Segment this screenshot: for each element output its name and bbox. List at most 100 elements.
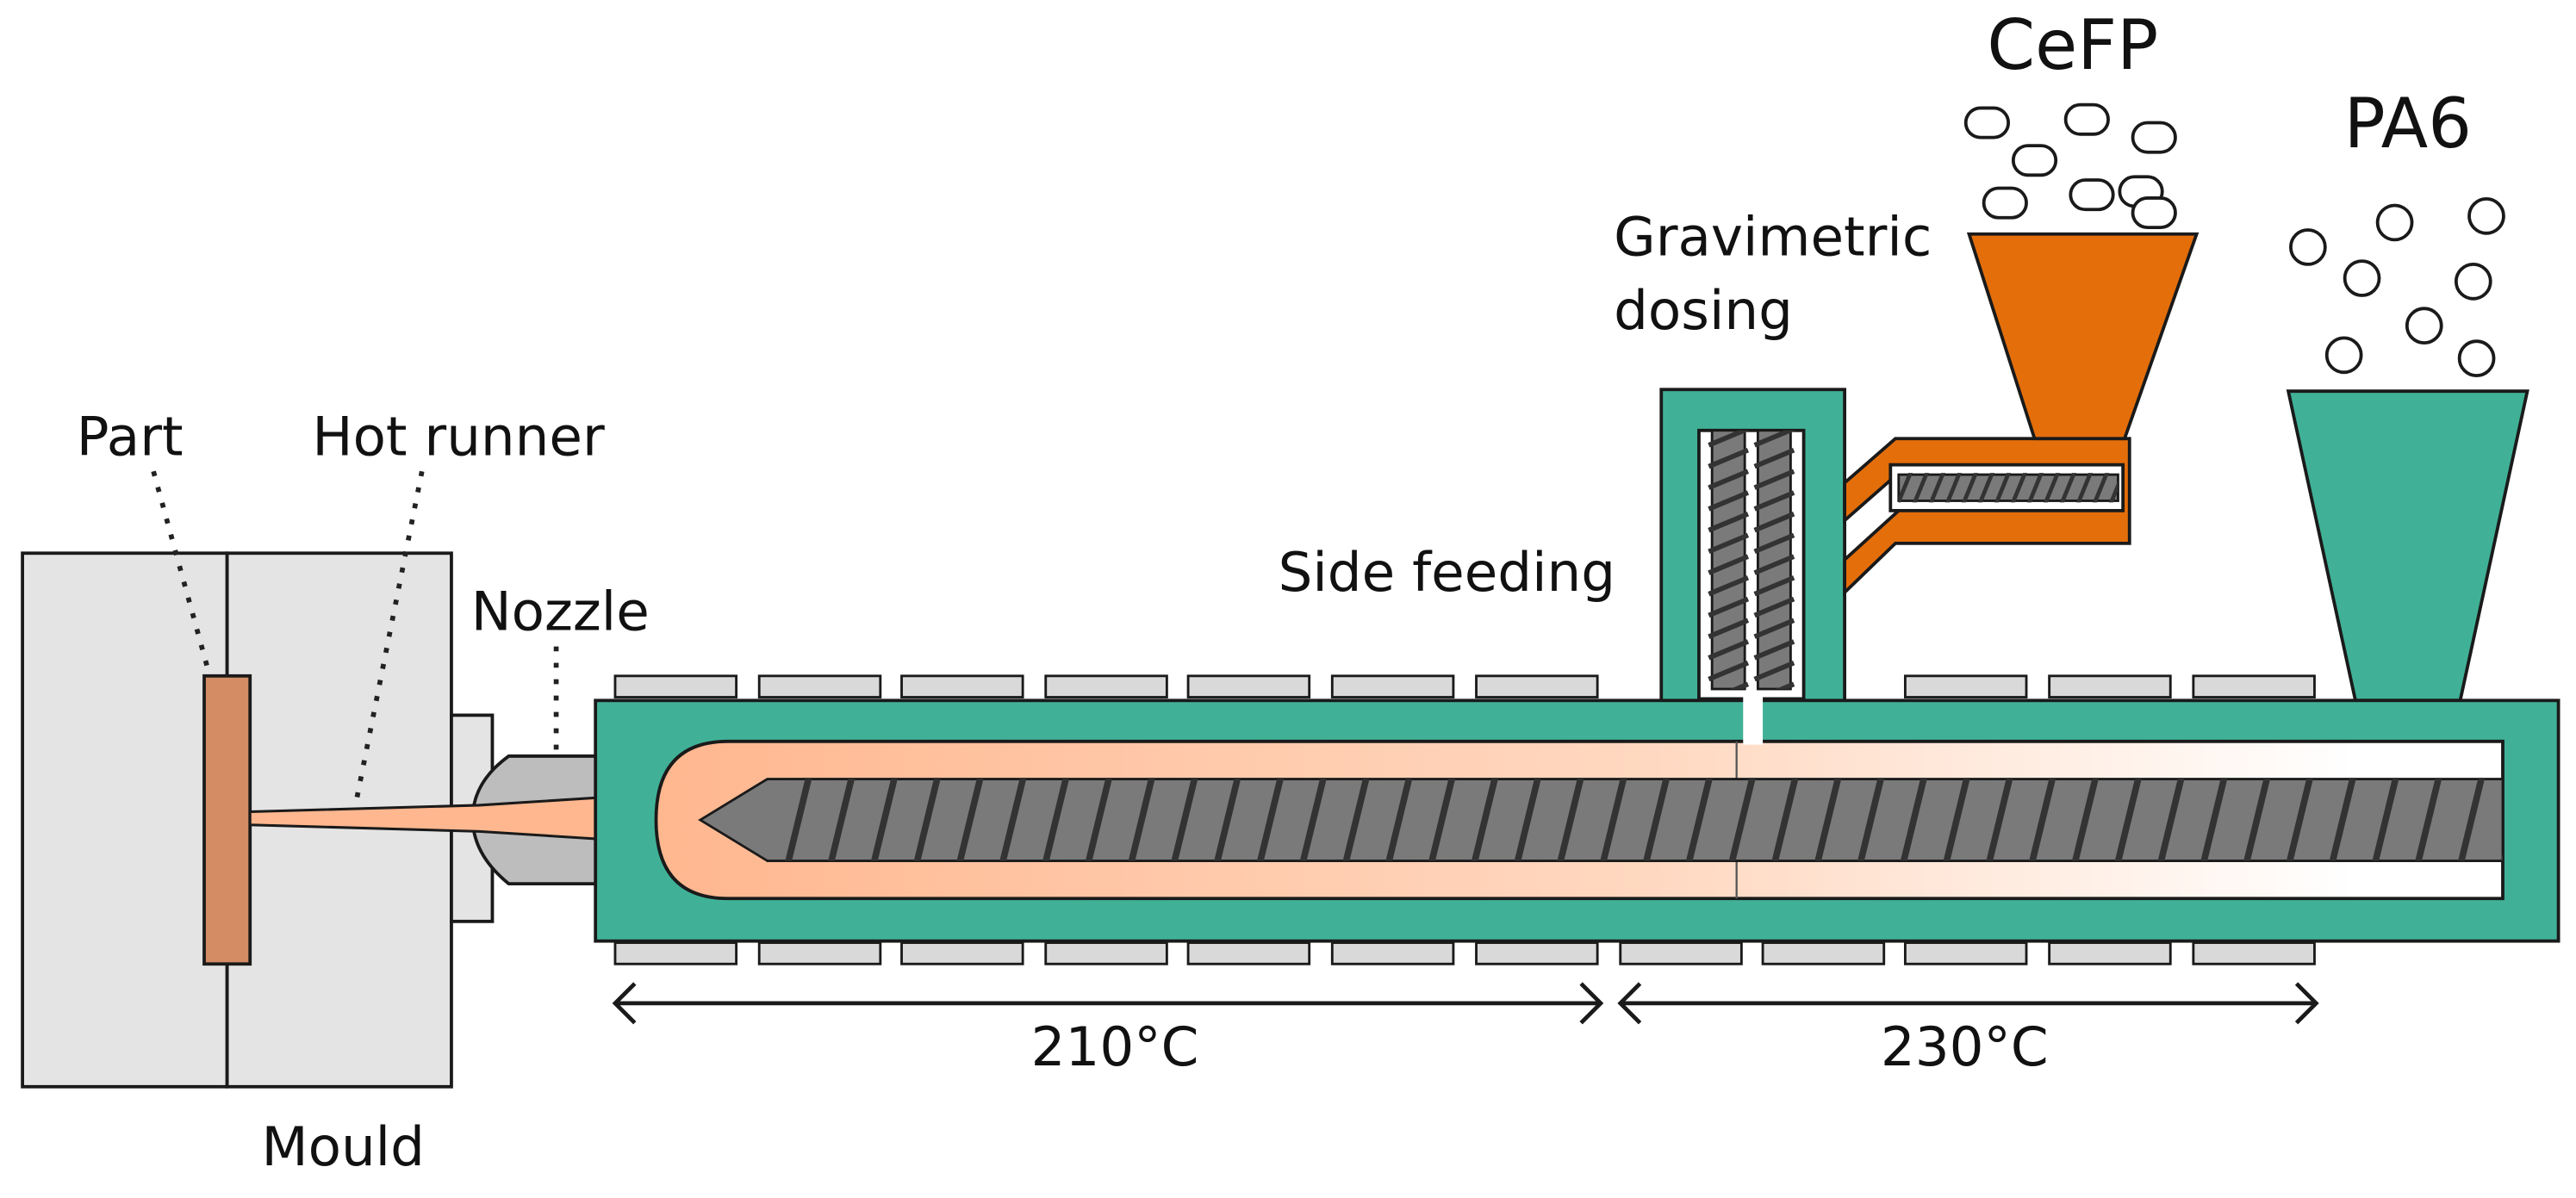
screw-flight [2029, 779, 2056, 861]
heater-band [1903, 674, 2028, 698]
cefp-hopper [1966, 232, 2200, 441]
screw-flight [1814, 779, 1842, 861]
screw-flight [1900, 779, 1927, 861]
side-screw-flight [1753, 447, 1795, 469]
screw-flight [1299, 779, 1327, 861]
screw-flight [1557, 779, 1584, 861]
dosing-screw-flight [2092, 473, 2110, 503]
screw-flight [870, 779, 898, 861]
dosing-screw-flight [1944, 473, 1963, 503]
pa6-pellets [2289, 196, 2505, 378]
pa6-pellet [2457, 339, 2496, 378]
gravimetric-doser [1843, 232, 2200, 597]
screw-flight [1042, 779, 1070, 861]
dosing-screw-flight [2010, 473, 2028, 503]
heater-band [1044, 674, 1168, 698]
side-screw-flight [1708, 596, 1750, 618]
part [202, 673, 252, 966]
side-screw-flight [1708, 532, 1750, 555]
dosing-screw-flight [1961, 473, 1979, 503]
screw-flight [1128, 779, 1155, 861]
dosing-screw-flight [1994, 473, 2012, 503]
zone-left-temperature: 210°C [1031, 1015, 1199, 1078]
heater-band [1186, 941, 1311, 965]
screw-flight [1471, 779, 1498, 861]
screw-flight [1943, 779, 1970, 861]
side-screw-flight [1753, 532, 1795, 555]
screw-flight [913, 779, 941, 861]
screw-flight [999, 779, 1027, 861]
heater-band [1761, 941, 1886, 965]
side-screw-flight [1753, 618, 1795, 639]
heater-band [1475, 941, 1599, 965]
cefp-pellet [2131, 196, 2177, 230]
heater-band [613, 941, 738, 965]
side-screw-flight [1708, 490, 1750, 512]
screw-flight [2157, 779, 2185, 861]
side-feeder-flights [1708, 430, 1795, 690]
dosing-screw-flight [1912, 473, 1930, 503]
side-feed-inlet [1743, 695, 1764, 745]
heater-band [1186, 674, 1311, 698]
side-screw-flight [1708, 447, 1750, 469]
heater-band [2192, 941, 2316, 965]
screw-flight [2415, 779, 2442, 861]
side-screw-flight [1708, 554, 1750, 575]
screw-flight [1085, 779, 1112, 861]
cefp-pellets [1963, 102, 2177, 230]
dosing-feed-chute [1843, 437, 2131, 597]
screw-flight [2200, 779, 2228, 861]
screw-flight [828, 779, 856, 861]
screw-flight [1771, 779, 1799, 861]
side-screw-flight [1708, 639, 1750, 661]
dosing-screw-flight [2059, 473, 2077, 503]
heater-band [1330, 674, 1455, 698]
nozzle-label: Nozzle [471, 580, 650, 643]
cefp-pellet [1963, 106, 2011, 140]
dosing-screw-flight [1977, 473, 1995, 503]
pa6-pellet [2467, 196, 2505, 235]
screw-flights [785, 779, 2504, 861]
heater-band [2192, 674, 2316, 698]
pa6-pellet [2454, 262, 2492, 301]
screw-flight [1986, 779, 2013, 861]
gravimetric-label-line2: dosing [1614, 279, 1793, 342]
screw-flight [1857, 779, 1884, 861]
dosing-screw-flight [1898, 473, 1913, 503]
cefp-pellet [2063, 102, 2110, 136]
pa6-pellet [2375, 203, 2414, 242]
heater-band [613, 674, 738, 698]
dosing-screw-flight [2108, 480, 2119, 503]
side-screw-flight [1753, 575, 1795, 597]
zone-right-arrow [1617, 982, 2319, 1025]
heater-band [1044, 941, 1168, 965]
pa6-pellet [2343, 259, 2381, 297]
pa6-pellet [2324, 336, 2363, 375]
dosing-screw-flight [1928, 473, 1946, 503]
screw-flight [1214, 779, 1241, 861]
screw-flight [1385, 779, 1413, 861]
side-screw-flight [1753, 490, 1795, 512]
mould [21, 551, 453, 1089]
side-screw-flight [1753, 430, 1795, 448]
part-leader-line [151, 470, 210, 669]
zone-right-temperature: 230°C [1881, 1015, 2049, 1078]
heater-band [1475, 674, 1599, 698]
heater-bands-bottom [613, 941, 2316, 965]
screw-flight [1342, 779, 1370, 861]
cefp-pellet [1982, 186, 2028, 220]
screw-flight [2243, 779, 2271, 861]
zone-left-arrow [612, 982, 1604, 1025]
side-screw-flight [1753, 596, 1795, 618]
screw-flight [2372, 779, 2399, 861]
screw-flight [1685, 779, 1713, 861]
side-screw-flight [1708, 618, 1750, 639]
screw-flight [1171, 779, 1198, 861]
screw-flight [2458, 779, 2485, 861]
side-screw-flight [1708, 512, 1750, 533]
heater-band [900, 941, 1024, 965]
gravimetric-label-line1: Gravimetric [1614, 205, 1932, 268]
dosing-screw-flights [1898, 473, 2119, 503]
pa6-label: PA6 [2344, 84, 2472, 164]
